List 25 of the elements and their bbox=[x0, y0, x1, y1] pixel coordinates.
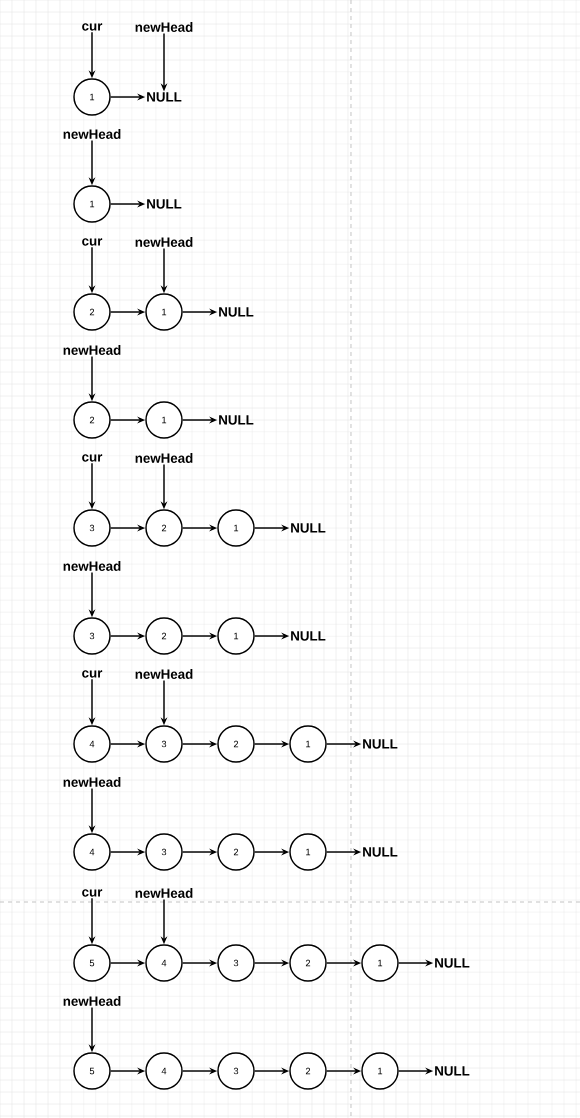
null-label: NULL bbox=[219, 415, 254, 425]
null-label: NULL bbox=[363, 739, 398, 749]
pointer-label: newHead bbox=[135, 22, 193, 32]
pointer-label: newHead bbox=[135, 237, 193, 247]
pointer-label: cur bbox=[82, 670, 103, 678]
pointer-label: newHead bbox=[135, 888, 193, 898]
null-label: NULL bbox=[291, 523, 326, 533]
null-label: NULL bbox=[219, 307, 254, 317]
null-label: NULL bbox=[147, 92, 182, 102]
pointer-label: newHead bbox=[63, 345, 121, 355]
pointer-label: cur bbox=[82, 23, 103, 31]
null-label: NULL bbox=[435, 958, 470, 968]
pointer-label: newHead bbox=[135, 453, 193, 463]
null-label: NULL bbox=[147, 199, 182, 209]
pointer-label: cur bbox=[82, 238, 103, 246]
null-label: NULL bbox=[291, 631, 326, 641]
pointer-label: newHead bbox=[63, 561, 121, 571]
pointer-label: newHead bbox=[63, 129, 121, 139]
pointer-label: cur bbox=[82, 454, 103, 462]
null-label: NULL bbox=[363, 847, 398, 857]
pointer-label: newHead bbox=[63, 996, 121, 1006]
null-label: NULL bbox=[435, 1066, 470, 1076]
pointer-label: newHead bbox=[135, 669, 193, 679]
pointer-label: cur bbox=[82, 889, 103, 897]
pointer-label: newHead bbox=[63, 777, 121, 787]
